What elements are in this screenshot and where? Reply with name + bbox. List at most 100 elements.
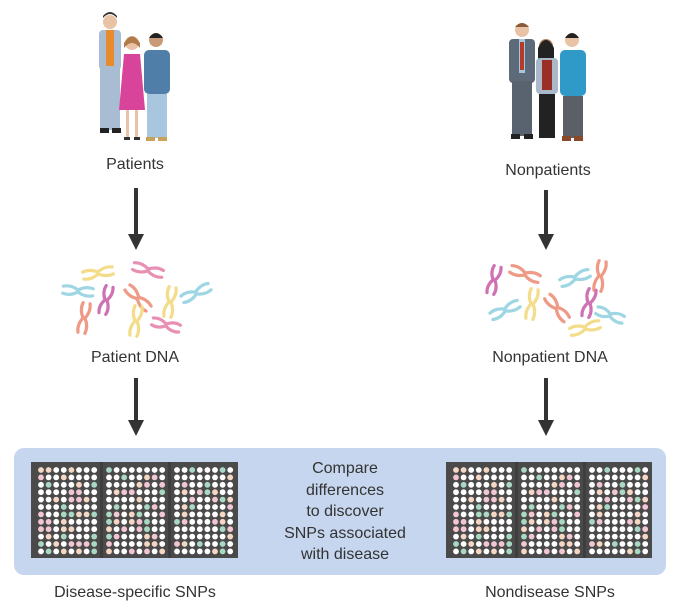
chromosome — [162, 285, 178, 319]
snp-spot — [227, 548, 234, 555]
snp-spot — [151, 541, 158, 547]
snp-spot — [159, 518, 166, 525]
snp-spot — [121, 541, 128, 547]
snp-spot — [38, 467, 44, 473]
snp-spot — [611, 489, 618, 496]
snp-spot — [543, 489, 550, 496]
snp-spot — [589, 504, 595, 510]
snp-spot — [53, 496, 60, 503]
snp-spot — [227, 518, 234, 525]
snp-spot — [151, 511, 158, 518]
snp-spot — [60, 511, 67, 518]
snp-spot — [53, 548, 60, 555]
snp-spot — [212, 541, 218, 547]
snp-spot — [574, 481, 581, 488]
snp-spot — [543, 467, 550, 473]
snp-spot — [196, 496, 203, 503]
patient-dna-chromosomes — [61, 261, 213, 338]
snp-spot — [38, 489, 44, 496]
snp-spot — [189, 481, 196, 488]
snp-spot — [483, 481, 490, 488]
chromosome — [580, 286, 598, 320]
snp-spot — [475, 496, 482, 503]
snp-spot — [551, 533, 558, 540]
chromosome — [76, 301, 92, 335]
snp-spot — [475, 548, 482, 555]
snp-spot — [219, 504, 226, 510]
snp-spot — [619, 467, 626, 473]
snp-spot — [204, 496, 211, 503]
snp-spot — [574, 496, 581, 503]
snp-spot — [491, 504, 497, 510]
snp-spot — [589, 474, 595, 481]
snp-spot — [76, 548, 82, 555]
snp-spot — [227, 474, 234, 481]
snp-spot — [483, 548, 490, 555]
snp-spot — [144, 496, 150, 503]
snp-spot — [604, 548, 611, 555]
snp-spot — [596, 467, 603, 473]
snp-spot — [642, 533, 649, 540]
snp-spot — [543, 548, 550, 555]
comparison-line: differences — [306, 481, 384, 499]
snp-spot — [627, 504, 633, 510]
arrow-nonpatient-dna-to-chips — [538, 378, 554, 436]
snp-spot — [498, 489, 505, 496]
snp-spot — [566, 511, 573, 518]
snp-spot — [68, 541, 75, 547]
snp-spot — [121, 467, 128, 473]
snp-spot — [144, 474, 150, 481]
snp-spot — [181, 526, 188, 533]
snp-spot — [498, 504, 505, 510]
snp-spot — [76, 533, 82, 540]
snp-spot — [506, 541, 513, 547]
snp-spot — [128, 474, 135, 481]
snp-spot — [596, 533, 603, 540]
nonpatients-label: Nonpatients — [505, 162, 591, 179]
snp-spot — [128, 481, 135, 488]
snp-spot — [53, 481, 60, 488]
snp-spot — [45, 504, 52, 510]
snp-spot — [566, 533, 573, 540]
snp-spot — [106, 504, 112, 510]
snp-spot — [604, 504, 611, 510]
snp-spot — [627, 474, 633, 481]
snp-spot — [83, 474, 90, 481]
snp-spot — [151, 548, 158, 555]
snp-spot — [619, 518, 626, 525]
snp-spot — [559, 548, 565, 555]
snp-spot — [551, 548, 558, 555]
snp-spot — [574, 511, 581, 518]
snp-spot — [574, 504, 581, 510]
snp-spot — [219, 496, 226, 503]
snp-spot — [506, 496, 513, 503]
snp-spot — [151, 481, 158, 488]
snp-spot — [475, 467, 482, 473]
snp-spot — [212, 526, 218, 533]
snp-spot — [136, 526, 143, 533]
snp-spot — [528, 548, 535, 555]
snp-spot — [604, 496, 611, 503]
snp-spot — [196, 504, 203, 510]
snp-spot — [121, 481, 128, 488]
snp-spot — [53, 504, 60, 510]
snp-spot — [498, 496, 505, 503]
snp-spot — [453, 496, 459, 503]
snp-spot — [498, 526, 505, 533]
snp-spot — [506, 548, 513, 555]
snp-spot — [91, 548, 98, 555]
snp-spot — [174, 467, 180, 473]
snp-spot — [566, 489, 573, 496]
snp-spot — [453, 511, 459, 518]
chromosome — [558, 267, 592, 289]
snp-spot — [642, 504, 649, 510]
snp-spot — [60, 467, 67, 473]
snp-spot — [551, 467, 558, 473]
chromosome — [97, 283, 115, 317]
snp-spot — [159, 496, 166, 503]
snp-spot — [113, 511, 120, 518]
snp-spot — [468, 511, 475, 518]
snp-spot — [113, 504, 120, 510]
snp-spot — [491, 548, 497, 555]
snp-spot — [227, 541, 234, 547]
